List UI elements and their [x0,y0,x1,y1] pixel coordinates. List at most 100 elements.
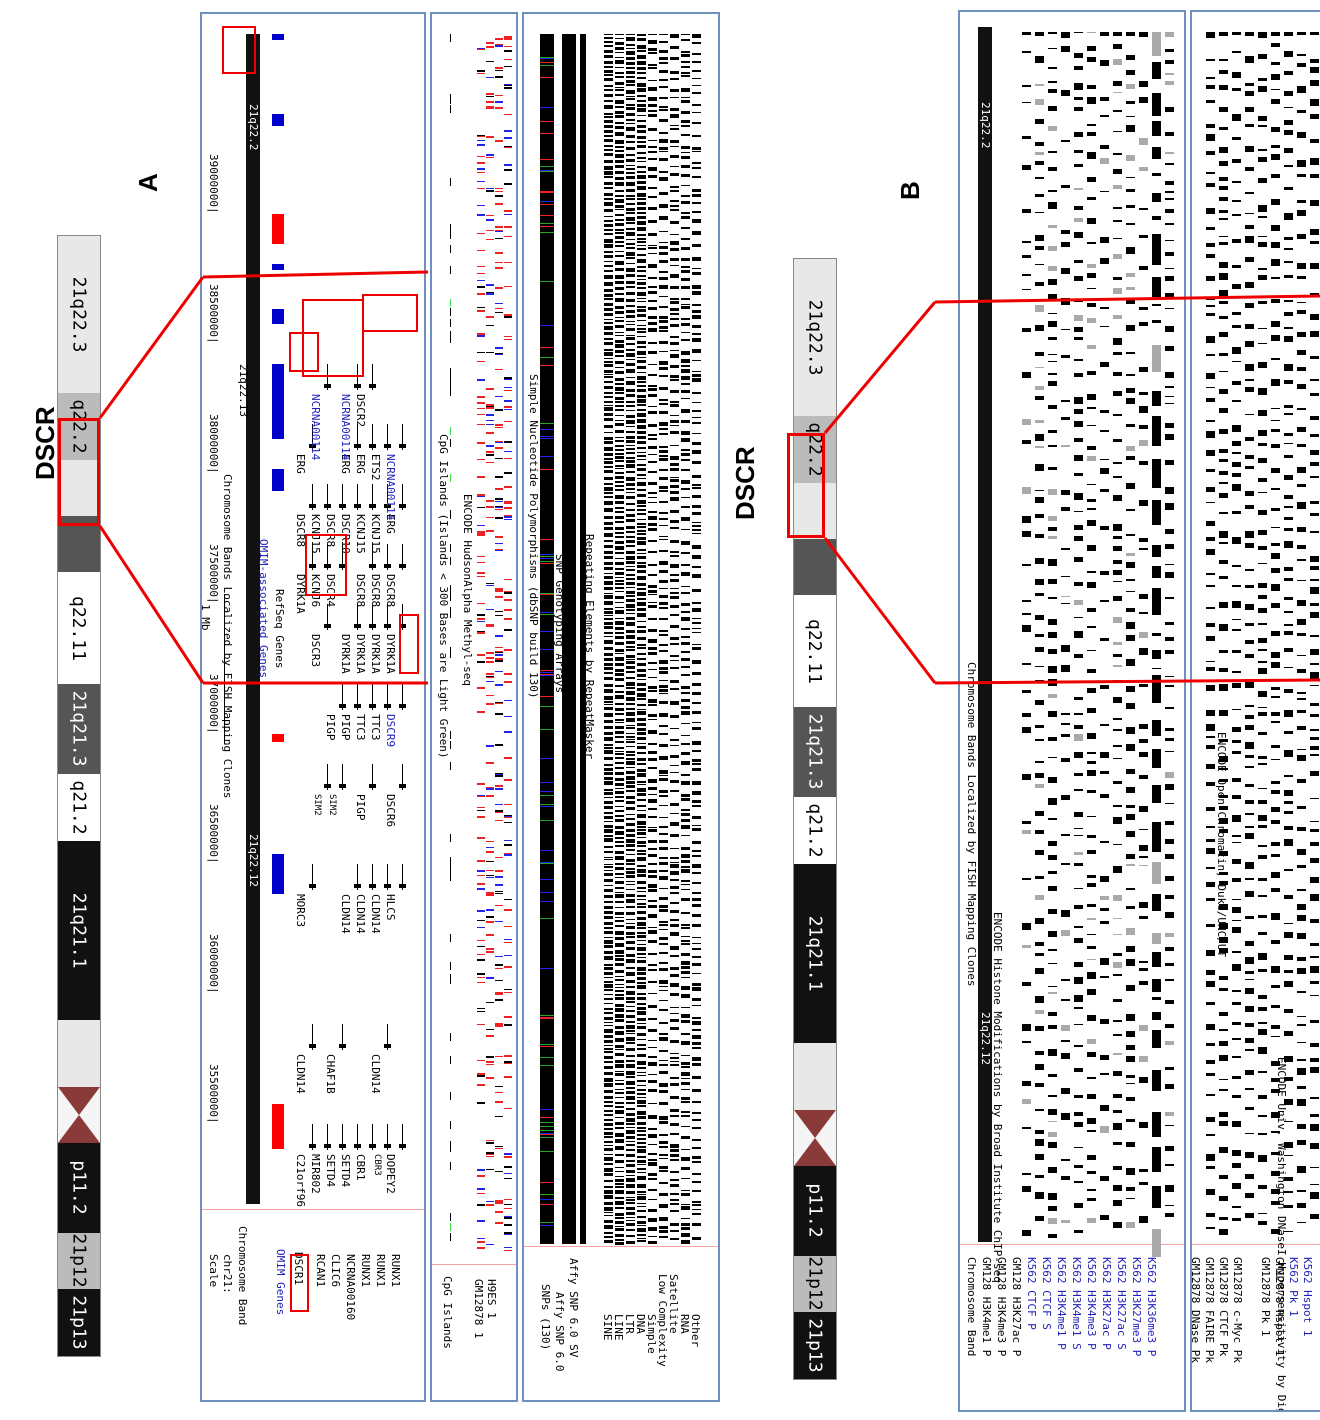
snp-colored [540,325,554,327]
repeat-element [637,768,646,772]
repeat-element [615,805,624,807]
snp-colored [540,1193,554,1195]
methyl-mark [486,1152,494,1154]
ideogram-band: 21p12 [58,1232,100,1289]
repeat-element [604,951,613,954]
repeat-element [637,135,646,140]
repeat-element [604,152,613,157]
repeat-element [615,862,624,866]
repeat-element [670,375,679,378]
repeat-element [615,1217,624,1220]
repeat-element [670,812,679,815]
repeat-element [637,569,646,574]
repeat-element [637,902,646,906]
repeat-element [637,972,646,975]
repeat-element [604,357,613,359]
repeat-element [681,1032,690,1036]
repeat-element [604,944,613,949]
gene-model [357,484,358,510]
repeat-element [659,856,668,859]
repeat-element [670,1006,679,1009]
repeat-element [670,642,679,646]
repeat-element [626,854,635,856]
repeat-element [681,943,690,945]
repeat-element [626,1148,635,1151]
repeat-element [604,436,613,441]
repeat-element [626,257,635,260]
repeat-element [615,1044,624,1048]
repeat-element [648,757,657,761]
repeat-element [604,70,613,73]
methyl-mark [477,407,485,410]
repeat-element [604,989,613,991]
repeat-element [626,1060,635,1063]
repeat-element [626,838,635,843]
methyl-mark [477,1188,485,1190]
repeat-element [615,830,624,835]
repeat-element [670,1193,679,1196]
methyl-mark [504,1249,512,1252]
repeat-element [670,485,679,489]
repeat-element [615,1242,624,1245]
repeat-element [615,72,624,74]
repeat-element [626,228,635,231]
repeat-element [615,762,624,765]
repeat-element [615,484,624,488]
repeat-element [637,683,646,687]
repeat-element [615,840,624,843]
repeat-element [626,176,635,180]
repeat-element [659,445,668,449]
repeat-element [659,151,668,153]
scale-bar [224,594,225,744]
repeat-element [692,948,701,951]
methyl-mark [504,457,512,460]
repeat-element [692,631,701,633]
repeat-element [615,891,624,893]
repeat-element [637,1022,646,1025]
repeat-element [648,64,657,66]
repeat-element [659,34,668,36]
repeat-element [604,927,613,929]
methyl-mark [504,1232,512,1234]
methyl-mark [495,476,503,478]
repeat-element [648,968,657,972]
repeat-element [692,417,701,419]
snp-colored [540,850,554,852]
repeat-element [637,742,646,744]
gene-exon [369,564,376,568]
methyl-mark [486,1061,494,1063]
repeat-element [659,501,668,504]
repeat-element [615,844,624,847]
repeat-element [681,265,690,268]
repeat-element [648,718,657,721]
repeat-element [626,525,635,530]
repeat-element [626,1064,635,1068]
methyl-mark [486,909,494,911]
repeat-element [670,301,679,305]
repeat-element [670,220,679,224]
methyl-mark [486,851,494,853]
repeat-element [626,905,635,909]
repeat-element [637,419,646,423]
repeat-element [670,444,679,446]
repeat-element [626,168,635,170]
methyl-mark [486,1243,494,1246]
repeat-element [626,829,635,833]
repeat-element [637,532,646,535]
repeat-element [637,1110,646,1115]
repeat-element [637,394,646,398]
histone-peak [1022,102,1031,104]
snp-colored [540,561,554,563]
repeat-element [615,800,624,803]
methyl-mark [477,70,485,72]
repeat-element [626,336,635,341]
methyl-mark [486,60,494,63]
methyl-mark [495,94,503,97]
repeat-element [637,644,646,646]
repeat-element [615,81,624,85]
repeat-element [692,943,701,945]
repeat-element [692,1075,701,1079]
repeat-element [692,849,701,852]
repeat-element [615,298,624,303]
ideogram-band: 21p13 [58,1288,100,1356]
